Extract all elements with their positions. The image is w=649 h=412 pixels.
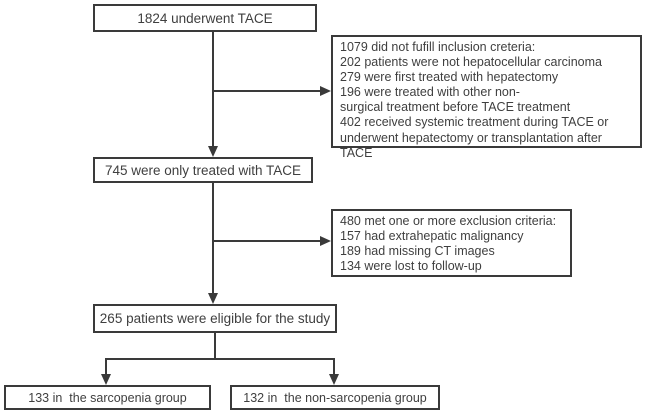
arrowhead-down-icon (208, 293, 218, 304)
connector-split-horizontal (105, 358, 335, 360)
flow-box-inclusion-criteria-exclusions: 1079 did not fufill inclusion creteria: … (331, 35, 642, 160)
flow-box-exclusion-criteria: 480 met one or more exclusion criteria: … (331, 209, 572, 277)
connector-branch-to-exclusion2 (213, 240, 321, 242)
arrowhead-down-icon (329, 374, 339, 385)
flow-box-sarcopenia-group: 133 in the sarcopenia group (4, 385, 211, 410)
connector-eligible-stem (214, 333, 216, 360)
flow-box-eligible: 265 patients were eligible for the study (93, 304, 337, 333)
connector-enrollment-to-tace-only (212, 32, 214, 147)
arrowhead-right-icon (320, 86, 331, 96)
connector-to-non-sarcopenia-group (333, 358, 335, 376)
arrowhead-down-icon (101, 374, 111, 385)
arrowhead-right-icon (320, 236, 331, 246)
connector-tace-only-to-eligible (212, 183, 214, 295)
flow-box-tace-only: 745 were only treated with TACE (93, 157, 313, 183)
flow-box-enrollment: 1824 underwent TACE (93, 4, 317, 32)
flow-box-non-sarcopenia-group: 132 in the non-sarcopenia group (230, 385, 440, 410)
connector-branch-to-exclusion1 (213, 90, 321, 92)
connector-to-sarcopenia-group (105, 358, 107, 376)
arrowhead-down-icon (208, 146, 218, 157)
